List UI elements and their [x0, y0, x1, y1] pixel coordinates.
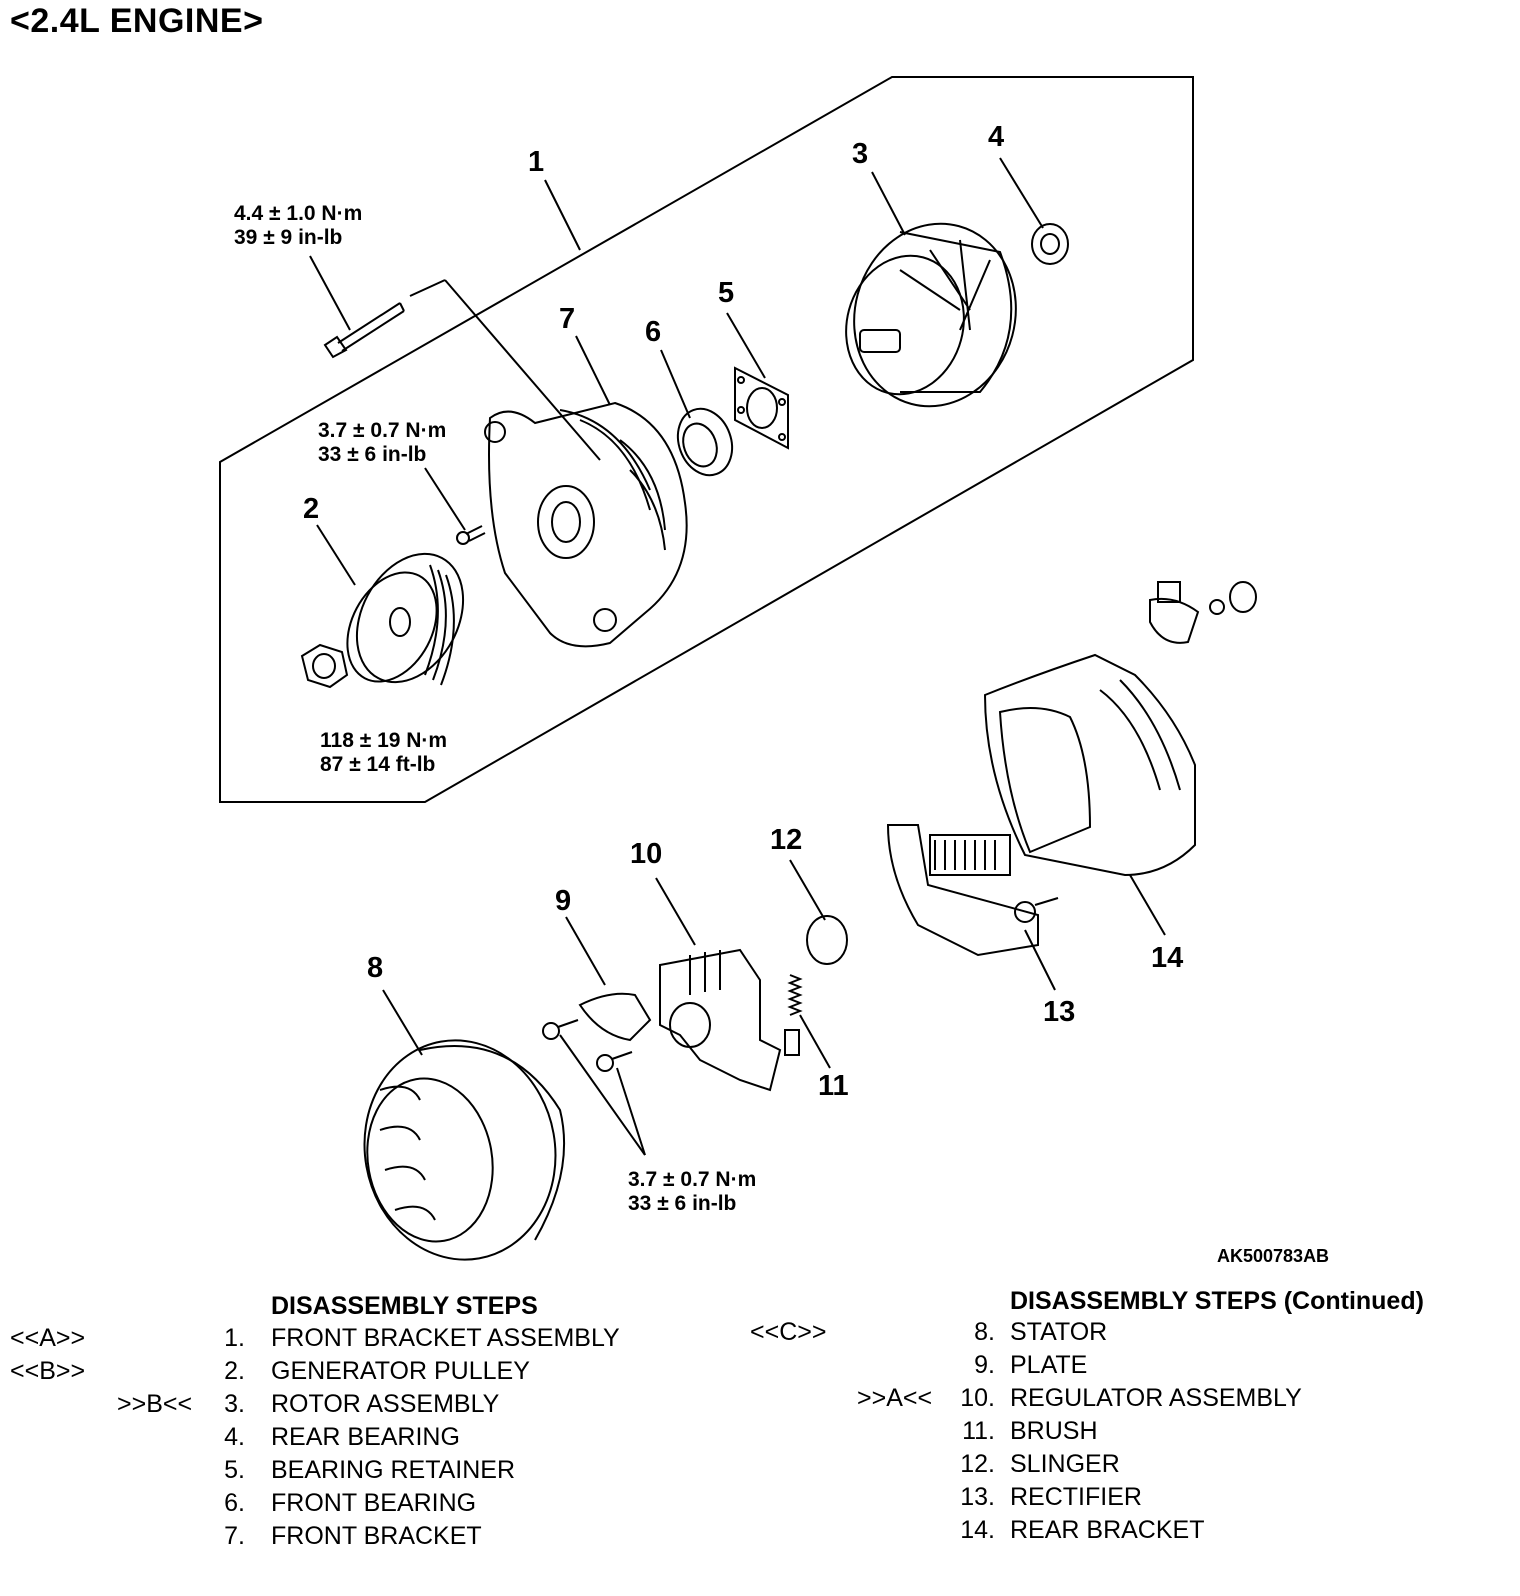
figure-id: AK500783AB [1217, 1246, 1330, 1266]
step-name: RECTIFIER [1010, 1483, 1142, 1511]
through-bolt [323, 302, 405, 359]
callout-8: 8 [367, 952, 384, 984]
torque-metric: 4.4 ± 1.0 N·m [234, 202, 363, 225]
step-name: FRONT BRACKET ASSEMBLY [271, 1324, 620, 1352]
step-number: 11. [962, 1417, 995, 1445]
rotor-assembly [845, 222, 1017, 408]
front-screw [456, 525, 486, 545]
step-number: 2. [224, 1357, 245, 1385]
step-number: 12. [960, 1450, 995, 1478]
callout-3: 3 [852, 138, 869, 170]
step-number: 13. [960, 1483, 995, 1511]
step-number: 1. [224, 1324, 245, 1352]
terminal-parts [1149, 581, 1257, 644]
regulator-assembly [659, 948, 782, 1092]
page-title: <2.4L ENGINE> [10, 2, 264, 40]
step-mark: >>B<< [117, 1390, 193, 1418]
rectifier [886, 824, 1059, 957]
callout-9: 9 [555, 885, 572, 917]
rear-bracket [983, 653, 1196, 877]
callout-2: 2 [303, 493, 320, 525]
steps-left-title: DISASSEMBLY STEPS [271, 1292, 538, 1320]
step-name: REGULATOR ASSEMBLY [1010, 1384, 1302, 1412]
brush [784, 974, 803, 1056]
front-bracket [484, 401, 688, 648]
torque-metric: 3.7 ± 0.7 N·m [318, 419, 447, 442]
step-number: 4. [224, 1423, 245, 1451]
torque-metric: 118 ± 19 N·m [320, 729, 448, 752]
step-name: GENERATOR PULLEY [271, 1357, 530, 1385]
step-number: 3. [224, 1390, 245, 1418]
callout-6: 6 [645, 316, 662, 348]
plate-screws [542, 1019, 633, 1072]
step-name: REAR BEARING [271, 1423, 460, 1451]
pulley-nut [300, 643, 349, 689]
leader-lines [309, 157, 1166, 1156]
torque-imperial: 39 ± 9 in-lb [234, 226, 343, 249]
front-bracket-assembly-outline [219, 76, 1194, 803]
step-mark: <<C>> [750, 1318, 827, 1346]
generator-pulley [346, 552, 465, 686]
step-number: 9. [974, 1351, 995, 1379]
callout-5: 5 [718, 277, 735, 309]
rear-bearing [1031, 223, 1069, 265]
step-number: 10. [960, 1384, 995, 1412]
step-name: STATOR [1010, 1318, 1108, 1346]
torque-imperial: 33 ± 6 in-lb [318, 443, 427, 466]
step-name: PLATE [1010, 1351, 1088, 1379]
plate [578, 992, 652, 1042]
step-name: BRUSH [1010, 1417, 1098, 1445]
step-number: 14. [960, 1516, 995, 1544]
callout-13: 13 [1043, 996, 1076, 1028]
torque-spec-pulley-nut: 118 ± 19 N·m 87 ± 14 ft-lb [320, 729, 447, 777]
step-number: 6. [224, 1489, 245, 1517]
slinger [806, 915, 848, 965]
step-name: REAR BRACKET [1010, 1516, 1205, 1544]
step-mark: <<B>> [10, 1357, 86, 1385]
step-mark: >>A<< [857, 1384, 933, 1412]
torque-imperial: 33 ± 6 in-lb [628, 1192, 737, 1215]
stator [363, 1039, 566, 1261]
step-name: SLINGER [1010, 1450, 1120, 1478]
callout-4: 4 [988, 121, 1005, 153]
callout-7: 7 [559, 303, 576, 335]
callout-11: 11 [818, 1070, 849, 1102]
steps-right-title: DISASSEMBLY STEPS (Continued) [1010, 1287, 1424, 1315]
torque-imperial: 87 ± 14 ft-lb [320, 753, 436, 776]
callout-12: 12 [770, 824, 803, 856]
torque-spec-plate-screws: 3.7 ± 0.7 N·m 33 ± 6 in-lb [628, 1168, 756, 1216]
step-name: FRONT BRACKET [271, 1522, 482, 1550]
step-name: BEARING RETAINER [271, 1456, 516, 1484]
step-number: 5. [224, 1456, 245, 1484]
step-name: ROTOR ASSEMBLY [271, 1390, 500, 1418]
callout-14: 14 [1151, 942, 1184, 974]
step-number: 7. [224, 1522, 245, 1550]
step-mark: <<A>> [10, 1324, 86, 1352]
bearing-retainer [734, 366, 789, 450]
step-name: FRONT BEARING [271, 1489, 477, 1517]
callout-10: 10 [630, 838, 663, 870]
step-number: 8. [974, 1318, 995, 1346]
callout-1: 1 [528, 146, 545, 178]
front-bearing [676, 407, 734, 477]
torque-spec-front-screw: 3.7 ± 0.7 N·m 33 ± 6 in-lb [318, 419, 446, 467]
torque-spec-through-bolt: 4.4 ± 1.0 N·m 39 ± 9 in-lb [234, 202, 362, 250]
torque-metric: 3.7 ± 0.7 N·m [628, 1168, 757, 1191]
